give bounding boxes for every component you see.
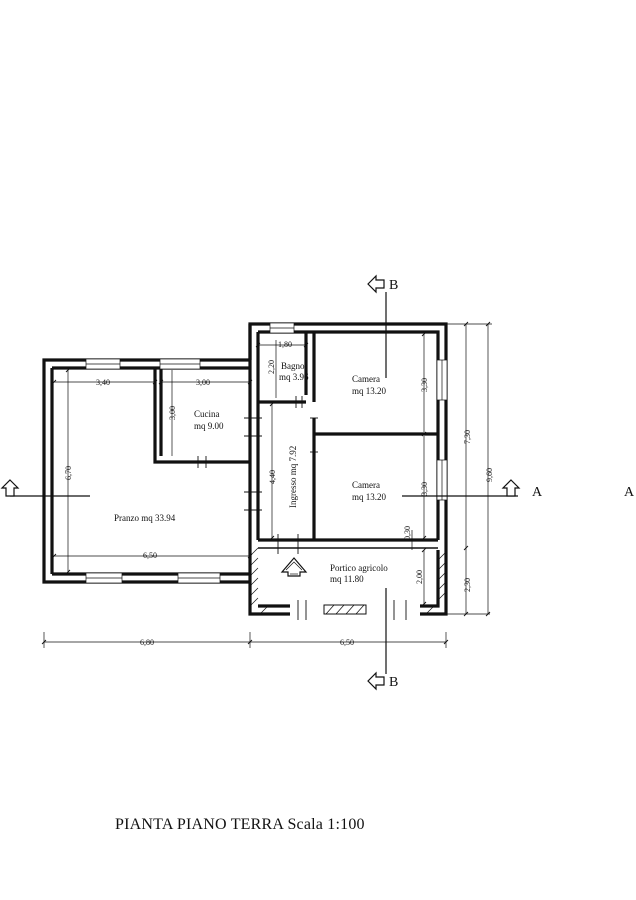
dim-300-horizontal: 3,00: [196, 378, 210, 387]
portico-area: mq 11.80: [330, 574, 364, 584]
dim-680: 6,80: [140, 638, 154, 647]
dim-960: 9,60: [485, 468, 494, 482]
bagno-area: mq 3.96: [279, 372, 309, 382]
dim-030: 0,30: [403, 526, 412, 540]
room-labels: Bagno mq 3.96 Camera mq 13.20 Cucina mq …: [114, 361, 388, 584]
dim-330-upper: 3,30: [420, 378, 429, 392]
camera-1-name: Camera: [352, 374, 380, 384]
cucina-area: mq 9.00: [194, 421, 224, 431]
section-a-right-label: A: [532, 485, 543, 500]
dim-180: 1,80: [278, 340, 292, 349]
dim-200: 2,00: [415, 570, 424, 584]
doors: [197, 396, 407, 620]
drawing-title: PIANTA PIANO TERRA Scala 1:100: [115, 816, 365, 833]
section-labels: B B A A: [389, 278, 635, 690]
section-arrow-icon-b-bottom: [367, 671, 385, 691]
dim-340: 3,40: [96, 378, 110, 387]
pranzo-label: Pranzo mq 33.94: [114, 513, 176, 523]
dim-330-lower: 3,30: [420, 482, 429, 496]
dimension-lines: [41, 321, 492, 648]
portico-name: Portico agricolo: [330, 563, 388, 573]
dimension-labels: 1,80 2,20 3,40 3,00 3,00 3,30 3,30 6,70 …: [64, 340, 494, 647]
dim-670: 6,70: [64, 466, 73, 480]
camera-1-area: mq 13.20: [352, 386, 387, 396]
cucina-name: Cucina: [194, 409, 220, 419]
section-arrow-icon-a-right: [501, 479, 521, 497]
section-b-bottom-label: B: [389, 675, 398, 690]
section-arrow-icon-b-top: [367, 274, 385, 294]
bagno-name: Bagno: [281, 361, 305, 371]
dim-730: 7,30: [463, 430, 472, 444]
portico-hatch: [249, 547, 447, 615]
interior-walls: [153, 332, 438, 549]
camera-2-name: Camera: [352, 480, 380, 490]
camera-2-area: mq 13.20: [352, 492, 387, 502]
section-b-top-label: B: [389, 278, 398, 293]
windows: [85, 322, 448, 584]
dim-650-outer: 6,50: [340, 638, 354, 647]
entrance-arrow-icon: [280, 557, 308, 577]
dim-650-inner: 6,50: [143, 551, 157, 560]
dim-300-vertical: 3,00: [168, 406, 177, 420]
dim-440: 4,40: [268, 470, 277, 484]
section-arrow-icon-a-left: [0, 479, 20, 497]
section-a-far-label: A: [624, 485, 635, 500]
dim-230: 2,30: [463, 578, 472, 592]
ingresso-label: Ingresso mq 7.92: [288, 446, 298, 508]
section-lines: [10, 292, 518, 674]
dim-220: 2,20: [267, 360, 276, 374]
